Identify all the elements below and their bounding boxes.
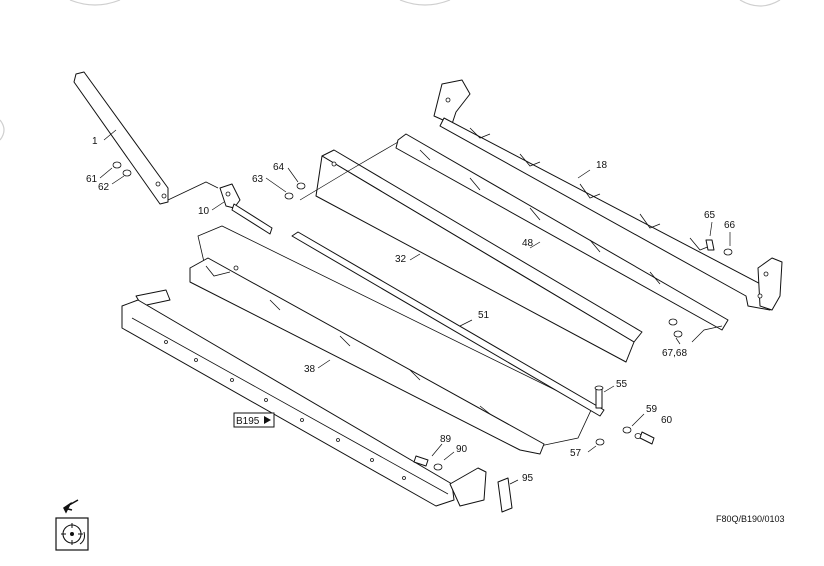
part-labels: 1 10 18 32 38 48 51 55 57 59 60 61 62 63… <box>86 136 736 484</box>
part-10-bracket <box>219 183 273 235</box>
part-48-strip <box>395 133 729 331</box>
leader-lines <box>99 129 731 485</box>
label-67-68: 67,68 <box>662 348 687 359</box>
label-38: 38 <box>304 364 316 375</box>
label-90: 90 <box>456 444 468 455</box>
label-65: 65 <box>704 210 716 221</box>
part-1-support-arm <box>73 71 219 205</box>
part-38-lower-plate <box>189 257 545 455</box>
label-60: 60 <box>661 415 673 426</box>
label-18: 18 <box>596 160 608 171</box>
label-57: 57 <box>570 448 582 459</box>
label-55: 55 <box>616 379 628 390</box>
label-51: 51 <box>478 310 490 321</box>
rotation-symbol-icon <box>61 523 85 545</box>
label-64: 64 <box>273 162 285 173</box>
label-61: 61 <box>86 174 98 185</box>
play-arrow-icon <box>264 416 271 424</box>
orientation-symbol <box>55 499 89 551</box>
part-51-rod <box>291 231 605 417</box>
label-10: 10 <box>198 206 210 217</box>
part-32-angle-rail <box>315 149 643 363</box>
label-95: 95 <box>522 473 534 484</box>
washers-61-62 <box>112 161 132 177</box>
reference-tag-label: B195 <box>236 416 260 427</box>
fasteners-55-57-59-60 <box>594 385 655 446</box>
background-silhouettes <box>0 0 781 141</box>
washers-63-64 <box>284 182 306 200</box>
label-59: 59 <box>646 404 658 415</box>
reference-tag[interactable]: B195 <box>233 412 275 428</box>
fasteners-89-90 <box>413 455 443 471</box>
label-63: 63 <box>252 174 264 185</box>
label-62: 62 <box>98 182 110 193</box>
direction-arrow-icon <box>63 499 79 514</box>
label-48: 48 <box>522 238 534 249</box>
drawing-code: F80Q/B190/0103 <box>716 514 785 524</box>
fasteners-65-66-67 <box>668 239 733 338</box>
front-blade <box>121 289 487 507</box>
part-95-bracket <box>497 477 513 513</box>
label-66: 66 <box>724 220 736 231</box>
label-89: 89 <box>440 434 452 445</box>
label-1: 1 <box>92 136 98 147</box>
label-32: 32 <box>395 254 407 265</box>
part-18-rear-rail <box>433 79 783 311</box>
